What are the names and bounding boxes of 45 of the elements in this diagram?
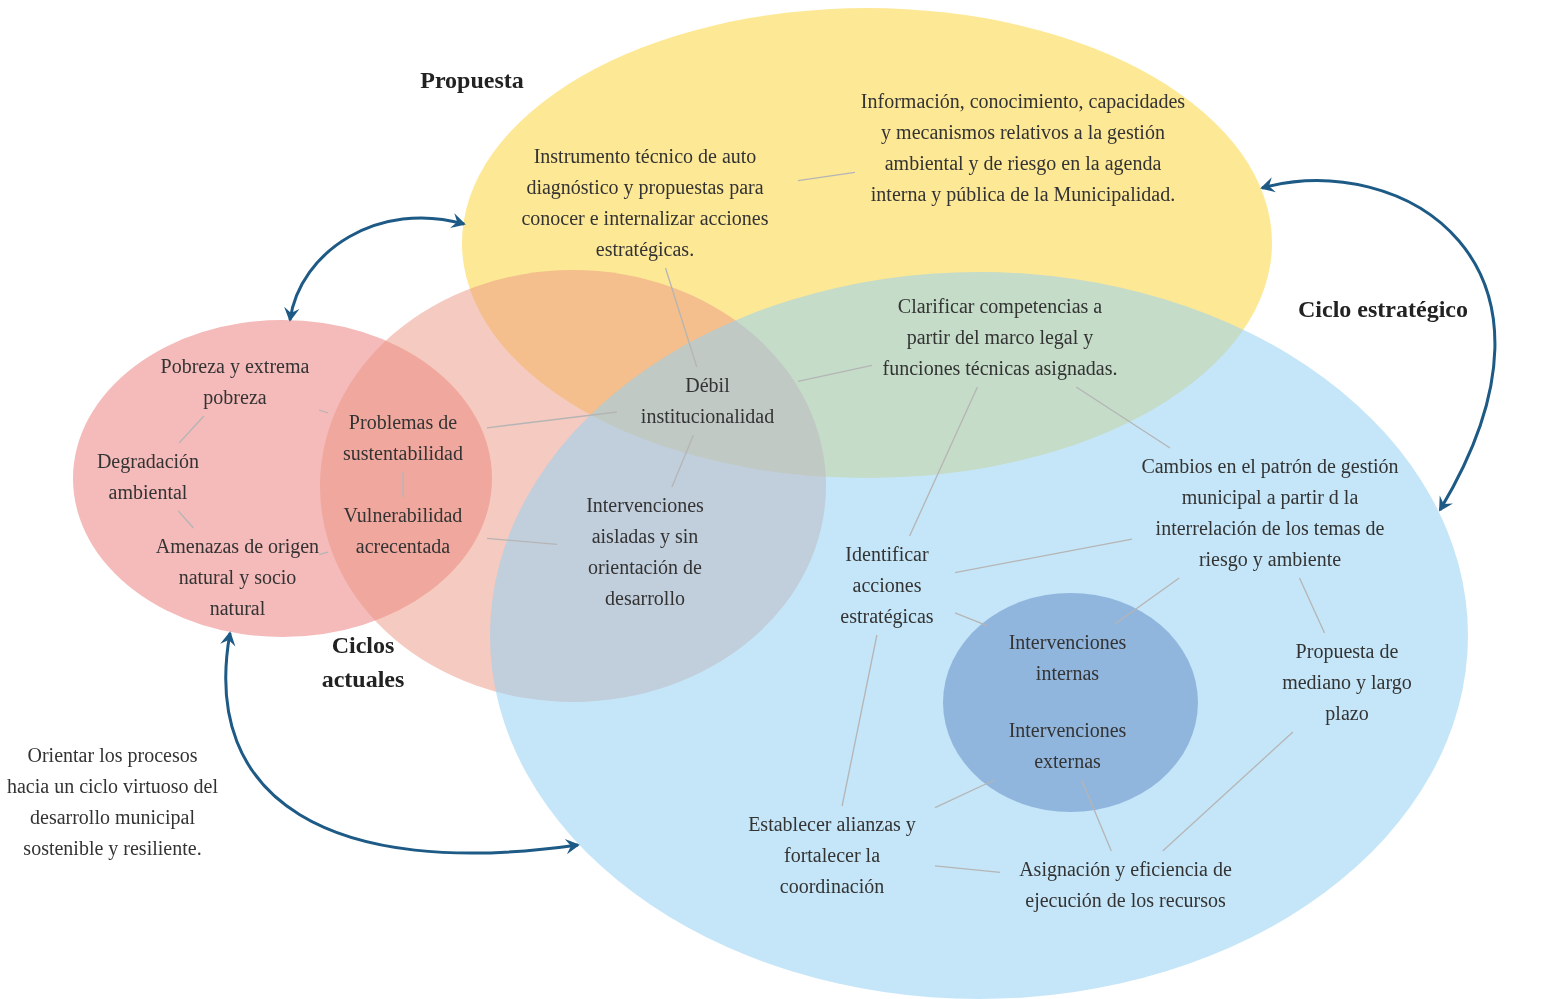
leader-line (177, 510, 195, 529)
curved-arrow (1260, 178, 1497, 512)
text-label: Orientar los procesos hacia un ciclo virtuoso del desarrollo municipal sostenible y resiliente. (5, 740, 220, 864)
leader-line (486, 411, 618, 429)
text-label: Asignación y eficiencia de ejecución de los recursos (1003, 854, 1248, 916)
leader-line (954, 538, 1133, 574)
text-label: Amenazas de origen natural y socio natural (150, 531, 325, 624)
leader-line (318, 551, 329, 556)
text-label: Pobreza y extrema pobreza (145, 351, 325, 413)
text-label: Problemas de sustentabilidad (322, 407, 484, 469)
text-label: Degradación ambiental (78, 446, 218, 508)
text-label: Información, conocimiento, capacidades y mecanismos relativos a la gestión ambiental y de riesgo en la agenda interna y pública de la Municipalidad. (858, 86, 1188, 210)
text-label: Propuesta de mediano y largo plazo (1272, 636, 1422, 729)
leader-line (178, 415, 205, 444)
curved-arrow (221, 631, 580, 855)
leader-line (1114, 577, 1180, 625)
leader-line (1162, 731, 1294, 852)
leader-line (954, 612, 988, 627)
leader-line (664, 267, 698, 368)
leader-line (402, 471, 404, 498)
text-label: Instrumento técnico de auto diagnóstico y propuestas para conocer e internalizar acciones estratégicas. (495, 141, 795, 265)
text-label: Intervenciones aisladas y sin orientación de desarrollo (560, 490, 730, 614)
leader-line (908, 386, 979, 537)
leader-line (797, 364, 873, 383)
text-label: Identificar acciones estratégicas (822, 539, 952, 632)
text-label: Débil institucionalidad (620, 370, 795, 432)
region-title: Propuesta (419, 66, 525, 95)
leader-line (318, 409, 329, 414)
region-title: Ciclos actuales (320, 631, 406, 694)
text-label: Establecer alianzas y fortalecer la coordinación (732, 809, 932, 902)
region-title: Ciclo estratégico (1297, 295, 1469, 324)
leader-line (671, 434, 695, 488)
text-label: Cambios en el patrón de gestión municipal a partir d la interrelación de los temas de riesgo y ambiente (1135, 451, 1405, 575)
leader-line (841, 634, 878, 807)
text-label: Clarificar competencias a partir del marco legal y funciones técnicas asignadas. (875, 291, 1125, 384)
leader-line (797, 171, 856, 182)
curved-arrow (285, 213, 466, 322)
leader-line (1075, 386, 1171, 449)
leader-line (1298, 577, 1326, 634)
text-label: Intervenciones internas (990, 627, 1145, 689)
text-label: Intervenciones externas (990, 715, 1145, 777)
leader-line (486, 537, 558, 546)
leader-line (1081, 779, 1112, 852)
leader-line (934, 865, 1001, 874)
text-label: Vulnerabilidad acrecentada (322, 500, 484, 562)
